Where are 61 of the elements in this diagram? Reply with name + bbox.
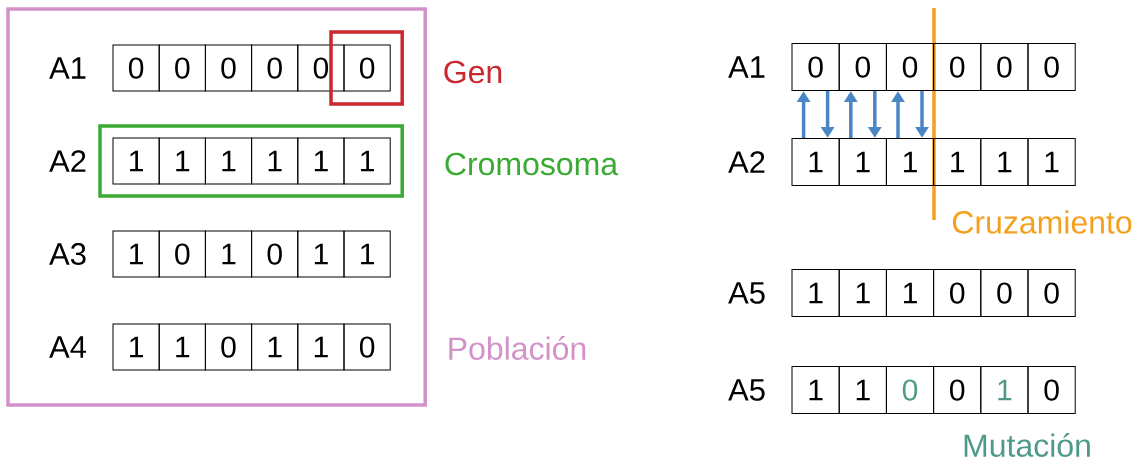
gene-cell: 0: [838, 43, 887, 91]
gene-cell: 0: [158, 44, 206, 92]
gene-cell: 1: [838, 366, 887, 414]
row-label: A3: [49, 243, 86, 265]
row-label: A5: [728, 282, 765, 304]
gene-cell: 0: [1027, 366, 1076, 414]
gene-cell: 1: [933, 138, 982, 186]
row-label: A1: [728, 56, 765, 78]
gene-cell: 0: [251, 230, 299, 278]
gene-cell: 0: [297, 44, 345, 92]
gene-cell: 0: [204, 44, 253, 92]
gene-cell: 0: [885, 43, 935, 91]
node-label: Cromosoma: [445, 152, 619, 176]
gene-cell: 0: [933, 366, 982, 414]
gene-cell: 1: [980, 366, 1029, 414]
gene-cell: 1: [251, 137, 299, 185]
gene-cell: 0: [1027, 43, 1076, 91]
gene-cell: 0: [204, 323, 253, 371]
gene-cell: 0: [158, 230, 206, 278]
row-label: A4: [49, 336, 87, 358]
gene-cell: 1: [343, 137, 391, 185]
gene-cell: 0: [1027, 269, 1076, 317]
gene-cell: 0: [980, 269, 1029, 317]
gene-cell: 1: [112, 137, 160, 185]
gene-cell: 0: [343, 44, 391, 92]
gene-cell: 1: [791, 269, 840, 317]
gene-cell: 1: [791, 138, 840, 186]
gene-cell: 1: [204, 137, 253, 185]
gene-cell: 0: [933, 43, 982, 91]
gene-cell: 1: [112, 230, 160, 278]
row-label: A2: [49, 150, 86, 172]
gene-cell: 1: [838, 269, 887, 317]
node-label: Gen: [444, 60, 502, 84]
gene-cell: 1: [297, 230, 345, 278]
gene-cell: 1: [158, 137, 206, 185]
mutation-label: Mutación: [964, 433, 1090, 457]
gene-cell: 1: [885, 269, 935, 317]
gene-cell: 0: [791, 43, 840, 91]
gene-cell: 1: [343, 230, 391, 278]
gene-cell: 1: [251, 323, 299, 371]
row-label: A2: [728, 151, 765, 173]
gene-cell: 0: [343, 323, 391, 371]
gene-cell: 1: [791, 366, 840, 414]
gene-cell: 0: [980, 43, 1029, 91]
gene-cell: 1: [297, 323, 345, 371]
row-label: A5: [728, 379, 765, 401]
gene-cell: 1: [885, 138, 935, 186]
gene-cell: 1: [158, 323, 206, 371]
gene-cell: 1: [1027, 138, 1076, 186]
gene-cell: 1: [838, 138, 887, 186]
crossover-label: Cruzamiento: [952, 210, 1132, 234]
gene-cell: 1: [980, 138, 1029, 186]
gene-cell: 1: [297, 137, 345, 185]
row-label: A1: [49, 57, 86, 79]
gene-cell: 0: [885, 366, 935, 414]
gene-cell: 1: [204, 230, 253, 278]
gene-cell: 0: [933, 269, 982, 317]
gene-cell: 0: [112, 44, 160, 92]
gene-cell: 1: [112, 323, 160, 371]
gene-cell: 0: [251, 44, 299, 92]
node-label: Población: [449, 336, 586, 360]
